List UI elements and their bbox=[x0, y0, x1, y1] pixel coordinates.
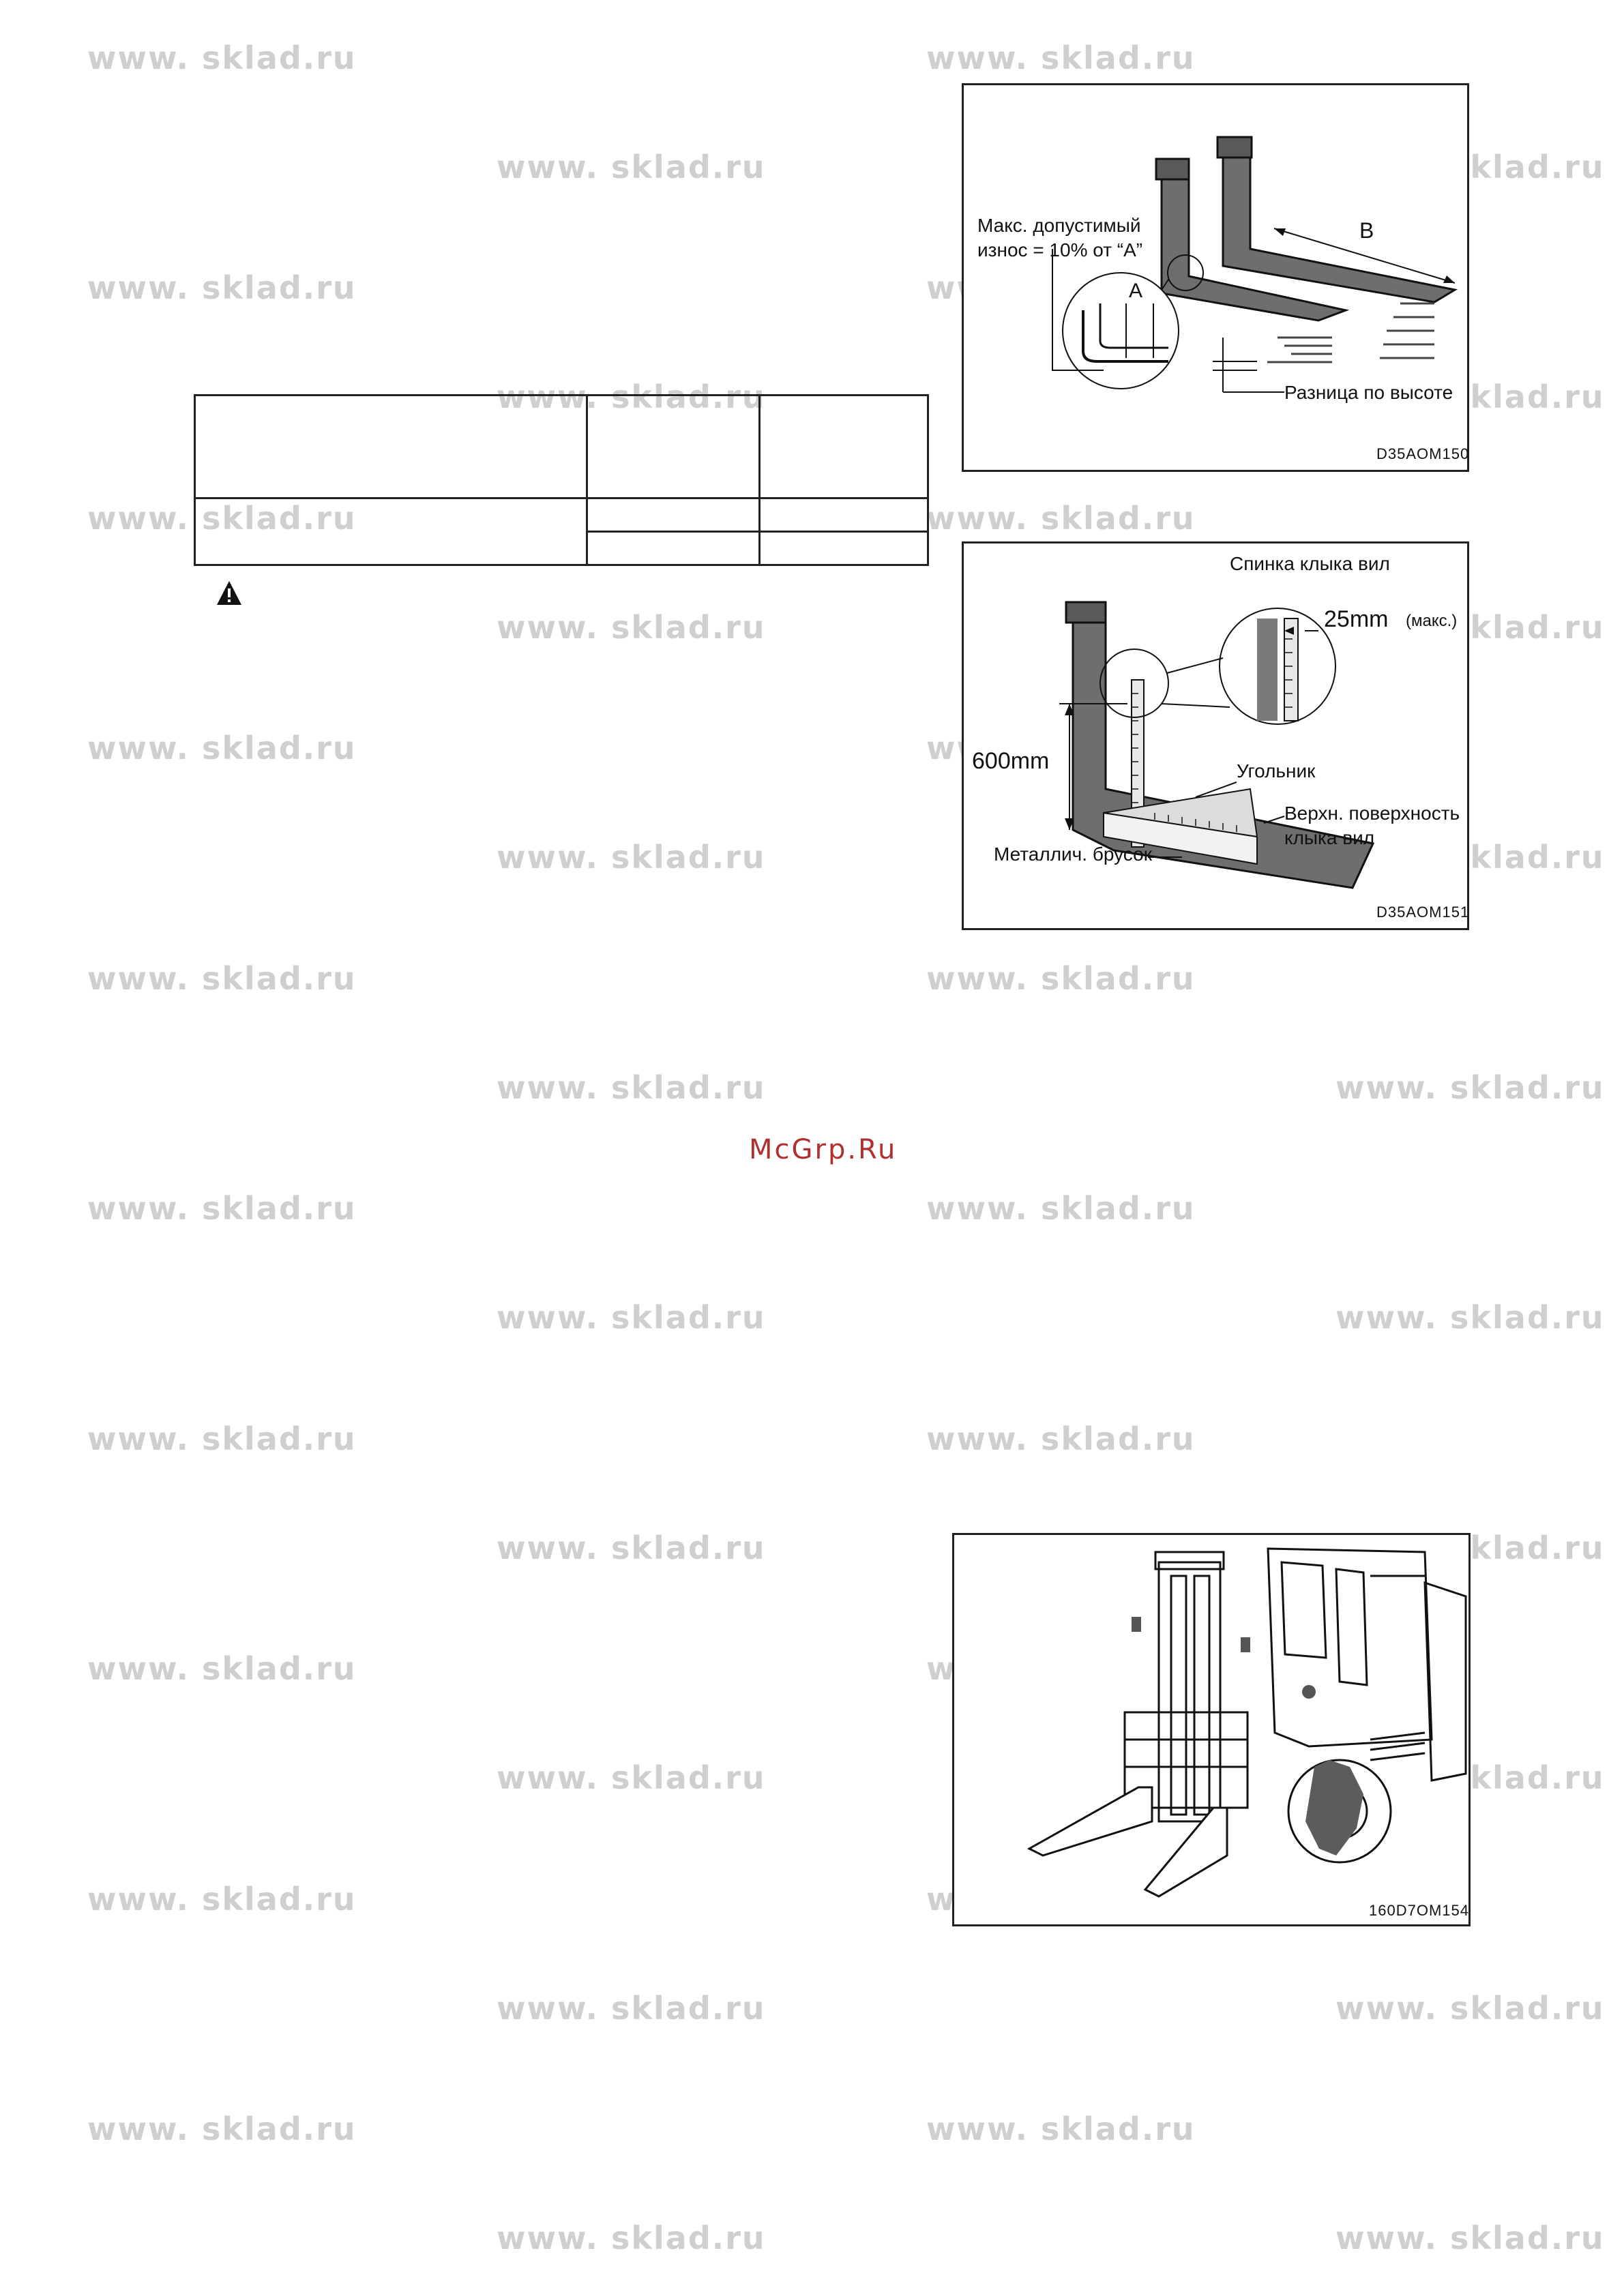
figure-code: D35AOM150 bbox=[1376, 445, 1470, 462]
max-gap-note: (макс.) bbox=[1406, 612, 1458, 630]
fork-back-label: Спинка клыка вил bbox=[1230, 553, 1390, 574]
height-difference-label: Разница по высоте bbox=[1284, 382, 1453, 403]
watermark: www. sklad.ru bbox=[1335, 1299, 1605, 1336]
table-col-divider bbox=[758, 396, 761, 564]
watermark: www. sklad.ru bbox=[87, 1881, 357, 1918]
forklift-drawing bbox=[1027, 1547, 1467, 1898]
forklift-figure: 160D7OM154 bbox=[952, 1533, 1471, 1926]
metal-bar-label: Металлич. брусок bbox=[994, 844, 1152, 865]
figure-code: 160D7OM154 bbox=[1369, 1902, 1469, 1919]
watermark: www. sklad.ru bbox=[87, 40, 357, 76]
watermark: www. sklad.ru bbox=[87, 1420, 357, 1457]
watermark: www. sklad.ru bbox=[87, 1190, 357, 1227]
warning-icon bbox=[217, 581, 241, 605]
watermark: www. sklad.ru bbox=[497, 149, 766, 185]
watermark: www. sklad.ru bbox=[926, 1190, 1196, 1227]
max-gap-value: 25mm bbox=[1324, 606, 1389, 632]
watermark: www. sklad.ru bbox=[926, 2111, 1196, 2147]
watermark: www. sklad.ru bbox=[87, 1650, 357, 1687]
watermark: www. sklad.ru bbox=[497, 1069, 766, 1106]
watermark: www. sklad.ru bbox=[497, 609, 766, 646]
fork-wear-drawing bbox=[1052, 136, 1458, 393]
watermark: www. sklad.ru bbox=[497, 1299, 766, 1336]
watermark: www. sklad.ru bbox=[1335, 1069, 1605, 1106]
watermark: www. sklad.ru bbox=[87, 730, 357, 766]
fork-angle-drawing bbox=[1059, 601, 1375, 889]
wear-label-line2: износ = 10% от “A” bbox=[977, 239, 1143, 260]
watermark: www. sklad.ru bbox=[1335, 2220, 1605, 2256]
watermark: www. sklad.ru bbox=[497, 2220, 766, 2256]
fork-angle-figure: Спинка клыка вил 25mm (макс.) 600mm Угол… bbox=[962, 541, 1469, 930]
watermark: www. sklad.ru bbox=[87, 500, 357, 537]
spec-table bbox=[194, 394, 929, 566]
watermark: www. sklad.ru bbox=[926, 1420, 1196, 1457]
watermark: www. sklad.ru bbox=[497, 1759, 766, 1796]
watermark: www. sklad.ru bbox=[497, 1530, 766, 1566]
fork-top-label-line2: клыка вил bbox=[1284, 827, 1375, 848]
watermark: www. sklad.ru bbox=[497, 839, 766, 876]
watermark: www. sklad.ru bbox=[926, 40, 1196, 76]
square-label: Угольник bbox=[1237, 760, 1316, 781]
fork-top-label-line1: Верхн. поверхность bbox=[1284, 803, 1460, 824]
dimension-b-label: B bbox=[1359, 218, 1374, 243]
watermark: www. sklad.ru bbox=[87, 269, 357, 306]
table-row-divider bbox=[196, 497, 927, 499]
table-col-divider bbox=[586, 396, 588, 564]
watermark: www. sklad.ru bbox=[1335, 1990, 1605, 2027]
figure-code: D35AOM151 bbox=[1376, 904, 1470, 921]
height-600-label: 600mm bbox=[972, 748, 1050, 774]
fork-wear-figure: Макс. допустимый износ = 10% от “A” A B … bbox=[962, 83, 1469, 472]
watermark: www. sklad.ru bbox=[497, 1990, 766, 2027]
watermark: www. sklad.ru bbox=[926, 500, 1196, 537]
dimension-a-label: A bbox=[1129, 280, 1143, 302]
wear-label-line1: Макс. допустимый bbox=[977, 215, 1141, 236]
watermark: www. sklad.ru bbox=[87, 2111, 357, 2147]
watermark: www. sklad.ru bbox=[87, 960, 357, 997]
table-row-divider bbox=[586, 531, 927, 533]
watermark: www. sklad.ru bbox=[497, 378, 766, 415]
site-mark: McGrp.Ru bbox=[749, 1134, 898, 1165]
watermark: www. sklad.ru bbox=[926, 960, 1196, 997]
